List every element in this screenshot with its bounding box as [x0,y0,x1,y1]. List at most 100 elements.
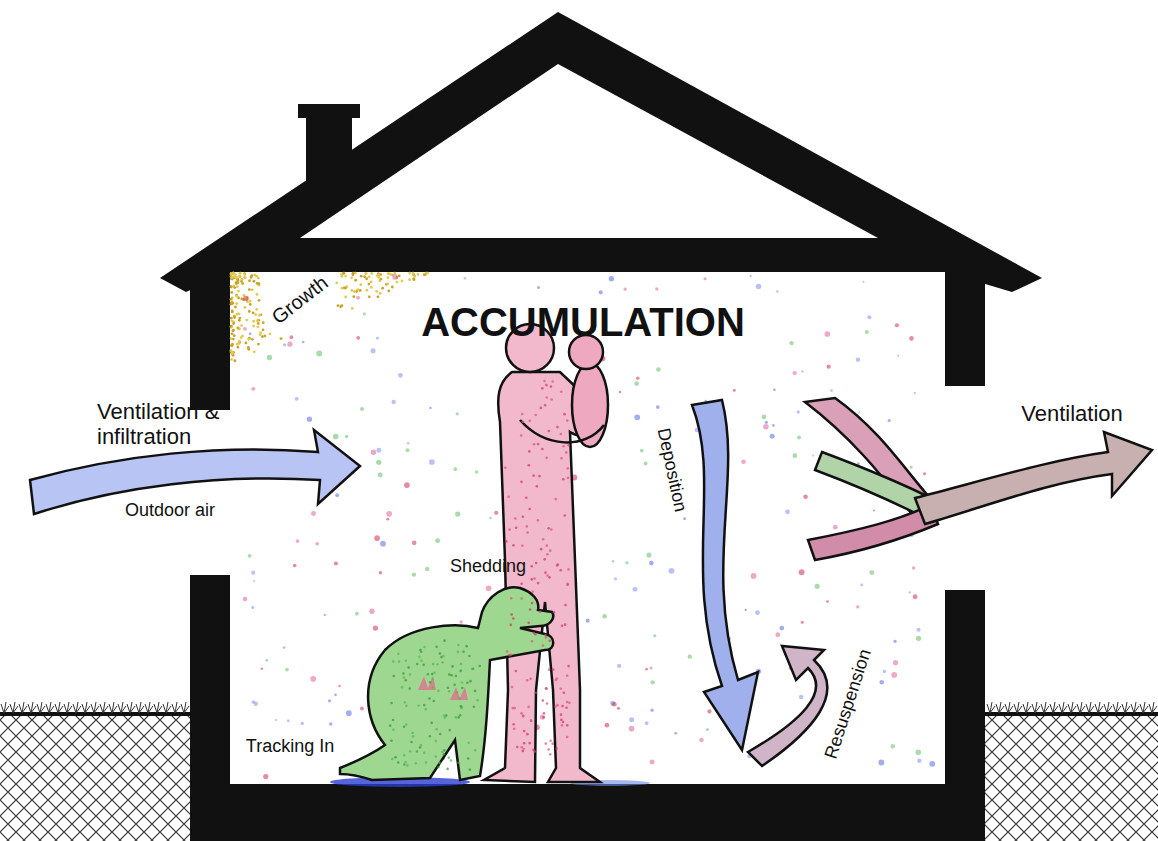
growth-speck [344,287,347,290]
growth-speck [236,346,239,349]
figure-speck [546,553,549,556]
growth-speck [233,286,236,289]
growth-speck [370,280,373,283]
particle [629,726,635,732]
particle [283,646,286,649]
particle [254,702,259,707]
figure-speck [522,748,525,751]
figure-speck [433,672,436,675]
particle [873,509,875,511]
resuspension-arrow [748,646,827,766]
particle [893,660,898,665]
figure-speck [508,654,511,657]
figure-speck [506,650,509,653]
baby-figure [572,363,608,447]
figure-speck [409,673,412,676]
growth-speck [413,278,416,281]
figure-speck [504,466,507,469]
outflow-arrow [815,452,935,518]
figure-speck [550,385,553,388]
growth-speck [238,317,241,320]
particle [334,561,338,565]
figure-speck [554,705,557,708]
figure-speck [427,673,430,676]
grass-tuft [118,702,126,713]
particle [345,435,349,439]
particle [267,355,272,360]
figure-speck [428,697,431,700]
particle [897,355,899,357]
particle [612,702,616,706]
particle [891,744,895,748]
particle [801,370,803,372]
figure-speck [438,762,441,765]
figure-speck [527,706,530,709]
particle [929,761,935,767]
figure-speck [453,684,456,687]
figure-speck [543,558,546,561]
figure-speck [455,691,458,694]
particle [860,583,863,586]
figure-speck [403,726,406,729]
figure-speck [472,668,475,671]
figure-speck [554,498,557,501]
particle [310,676,316,682]
growth-speck [232,322,235,325]
growth-speck [256,319,259,322]
particle [335,493,339,497]
particle [338,685,340,687]
particle [328,699,331,702]
growth-speck [247,338,250,341]
particle [285,668,289,672]
figure-speck [515,527,518,530]
figure-speck [512,617,515,620]
particle [425,567,429,571]
figure-speck [567,568,570,571]
figure-speck [556,426,559,429]
figure-speck [405,659,408,662]
figure-speck [542,538,545,541]
figure-speck [528,508,531,511]
figure-speck [565,451,568,454]
particle [674,732,677,735]
growth-speck [365,277,368,280]
particle [913,594,918,599]
figure-speck [548,430,551,433]
figure-speck [469,680,472,683]
ground-hatch [985,716,1158,841]
figure-speck [437,766,440,769]
figure-speck [430,722,433,725]
figure-speck [390,740,393,743]
figure-speck [408,687,411,690]
growth-speck [240,298,243,301]
particle [650,709,653,712]
growth-speck [249,300,252,303]
growth-speck [258,314,261,317]
growth-speck [240,324,243,327]
particle [249,332,252,335]
growth-speck [350,276,353,279]
figure-speck [435,645,438,648]
figure-speck [564,604,567,607]
particle [799,695,804,700]
figure-speck [520,746,523,749]
particle [456,412,459,415]
growth-speck [426,272,429,275]
particle [644,462,648,466]
particle [751,573,757,579]
particle [429,459,435,465]
figure-speck [468,655,471,658]
figure-speck [527,621,530,624]
growth-speck [251,338,254,341]
figure-speck [528,450,531,453]
particle [917,759,921,763]
growth-speck [368,283,371,286]
outflow-arrow [915,432,1152,524]
particle [755,610,760,615]
particle [315,542,319,546]
growth-speck [251,288,254,291]
figure-speck [522,516,525,519]
figure-speck [555,747,558,750]
figure-speck [556,677,559,680]
growth-speck [412,272,415,275]
